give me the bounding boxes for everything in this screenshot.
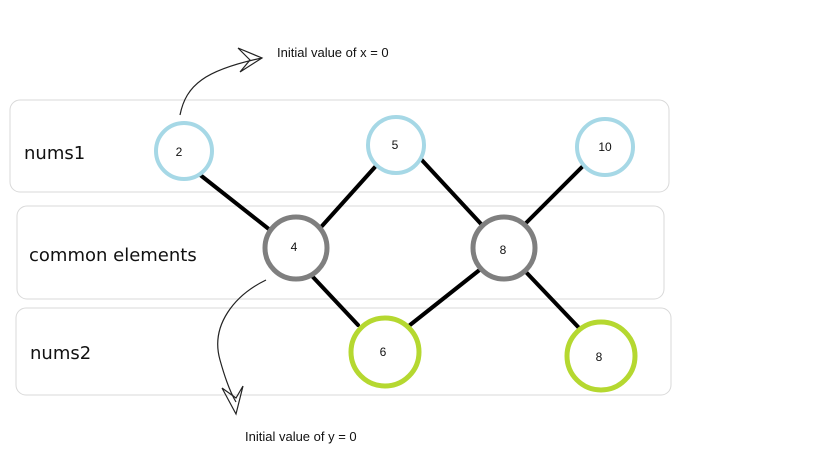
row-label-nums2: nums2	[30, 343, 91, 364]
node-common-4: 4	[262, 214, 330, 282]
x-init-arrow	[179, 47, 264, 116]
y-init-label: Initial value of y = 0	[245, 429, 357, 444]
y-init-arrow	[217, 279, 267, 416]
edge-5-to-4	[320, 165, 377, 228]
node-circle	[154, 121, 214, 181]
edges	[197, 155, 586, 332]
edge-4-to-6	[310, 274, 360, 327]
edge-8-to-6	[408, 266, 484, 327]
node-nums1-10: 10	[575, 117, 635, 177]
edge-8-to-8	[522, 268, 583, 332]
edge-2-to-4	[197, 172, 272, 232]
edge-5-to-8	[417, 155, 484, 227]
node-nums1-5: 5	[366, 115, 426, 175]
node-nums1-2: 2	[154, 121, 214, 181]
y-arrow-head-icon	[221, 385, 244, 416]
node-value: 5	[392, 138, 399, 152]
node-circle	[262, 214, 330, 282]
node-circle	[564, 319, 638, 393]
node-value: 4	[291, 240, 298, 254]
node-circle	[470, 214, 538, 282]
node-circle	[575, 117, 635, 177]
x-init-label: Initial value of x = 0	[277, 45, 389, 60]
node-value: 2	[176, 145, 183, 159]
node-circle	[366, 115, 426, 175]
row-label-nums1: nums1	[24, 143, 85, 164]
row-label-common: common elements	[29, 245, 197, 266]
node-circle	[348, 315, 422, 389]
x-arrow-curve	[179, 57, 263, 116]
node-value: 8	[500, 243, 507, 257]
node-value: 10	[598, 140, 612, 154]
node-value: 6	[380, 345, 387, 359]
node-common-8: 8	[470, 214, 538, 282]
node-nums2-6: 6	[348, 315, 422, 389]
x-arrow-head-icon	[237, 47, 264, 73]
node-value: 8	[596, 350, 603, 364]
y-arrow-curve	[217, 279, 267, 403]
edge-10-to-8	[522, 163, 586, 227]
node-nums2-8: 8	[564, 319, 638, 393]
